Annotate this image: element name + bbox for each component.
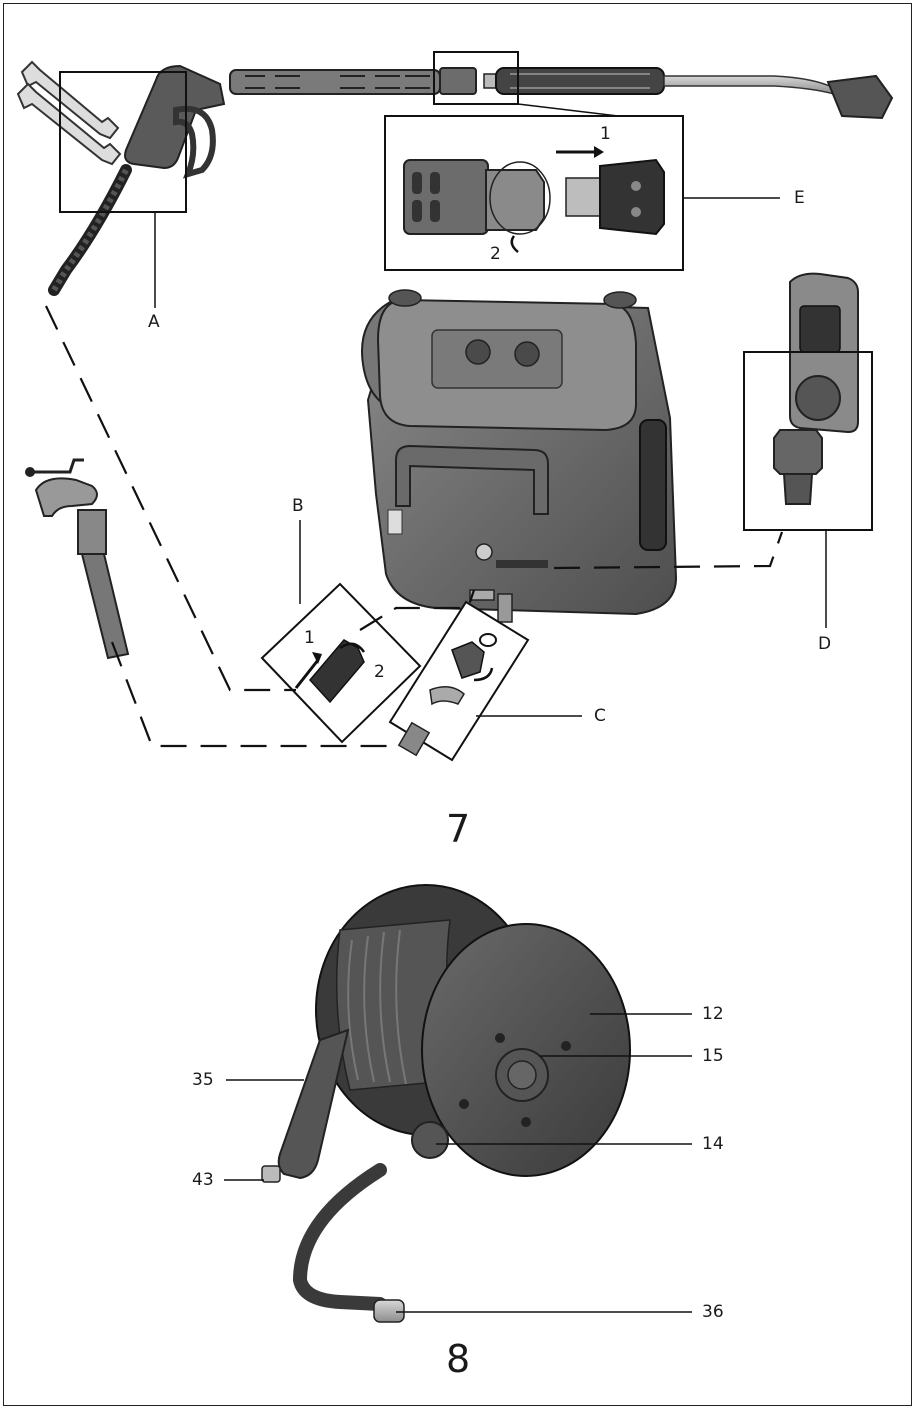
spray-gun-handle-35 — [279, 1030, 348, 1178]
callout-label-12: 12 — [702, 1006, 724, 1023]
callout-label-b: B — [292, 498, 304, 515]
callout-label-14: 14 — [702, 1136, 724, 1153]
high-pressure-hose-illustration — [54, 170, 126, 290]
hose-fitting-36 — [374, 1300, 404, 1322]
wrench-pair-illustration — [18, 62, 120, 164]
detail-box-c — [390, 602, 528, 760]
callout-label-a: A — [148, 314, 160, 331]
step-label-e-2: 2 — [490, 246, 501, 263]
power-plug-illustration — [774, 430, 822, 504]
callout-label-43: 43 — [192, 1172, 214, 1189]
step-label-b-2: 2 — [374, 664, 385, 681]
step-label-e-1: 1 — [600, 126, 611, 143]
callout-label-c: C — [594, 708, 606, 725]
water-tap-illustration — [25, 460, 128, 658]
pressure-washer-unit-illustration — [362, 290, 676, 622]
callout-label-d: D — [818, 636, 831, 653]
callout-label-36: 36 — [702, 1304, 724, 1321]
hose-reel-illustration — [262, 885, 630, 1322]
callout-label-35: 35 — [192, 1072, 214, 1089]
figure-number-8: 8 — [446, 1340, 470, 1378]
figure-number-7: 7 — [446, 810, 470, 848]
callout-label-e: E — [794, 190, 805, 207]
coupling-detail-illustration — [404, 160, 664, 234]
step-label-b-1: 1 — [304, 630, 315, 647]
callout-label-15: 15 — [702, 1048, 724, 1065]
coupling-43 — [262, 1166, 280, 1182]
